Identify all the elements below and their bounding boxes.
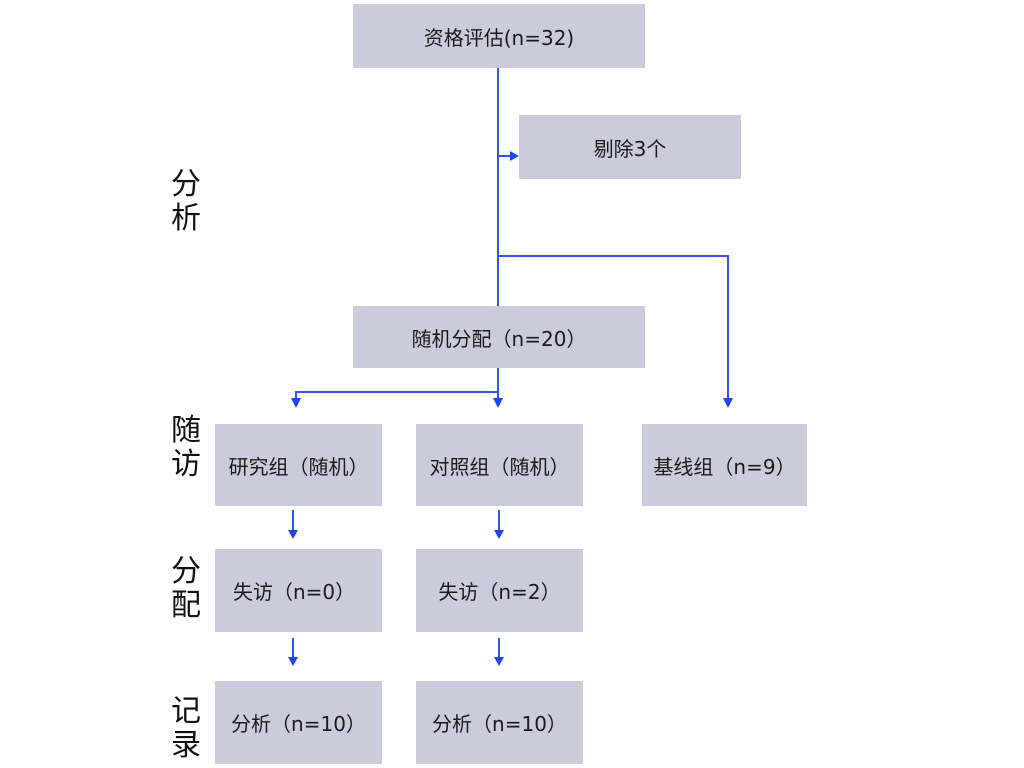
baseline-group-box: 基线组（n=9） <box>642 424 807 506</box>
side-label-record: 记录 <box>171 694 201 763</box>
arrowhead-control-analyzed <box>494 657 504 666</box>
arrowhead-study <box>291 398 301 408</box>
arrowhead-excluded <box>510 151 519 161</box>
arrowhead-control <box>493 398 503 408</box>
side-label-allocation: 分配 <box>171 554 201 623</box>
side-label-followup: 随访 <box>171 413 201 482</box>
study-lost-box: 失访（n=0） <box>215 549 382 632</box>
eligibility-box: 资格评估(n=32) <box>353 4 645 68</box>
excluded-box: 剔除3个 <box>519 115 741 179</box>
arrowhead-study-lost <box>288 530 298 539</box>
randomization-box: 随机分配（n=20） <box>353 306 645 368</box>
connector-baseline <box>498 255 729 398</box>
control-lost-box: 失访（n=2） <box>416 549 583 632</box>
study-group-box: 研究组（随机） <box>215 424 382 506</box>
arrowhead-study-analyzed <box>288 657 298 666</box>
control-group-box: 对照组（随机） <box>416 424 583 506</box>
arrowhead-baseline <box>723 398 733 408</box>
control-analyzed-box: 分析（n=10） <box>416 681 583 764</box>
arrowhead-control-lost <box>494 530 504 539</box>
side-label-analysis: 分析 <box>171 167 201 236</box>
connector-study <box>295 391 498 398</box>
study-analyzed-box: 分析（n=10） <box>215 681 382 764</box>
